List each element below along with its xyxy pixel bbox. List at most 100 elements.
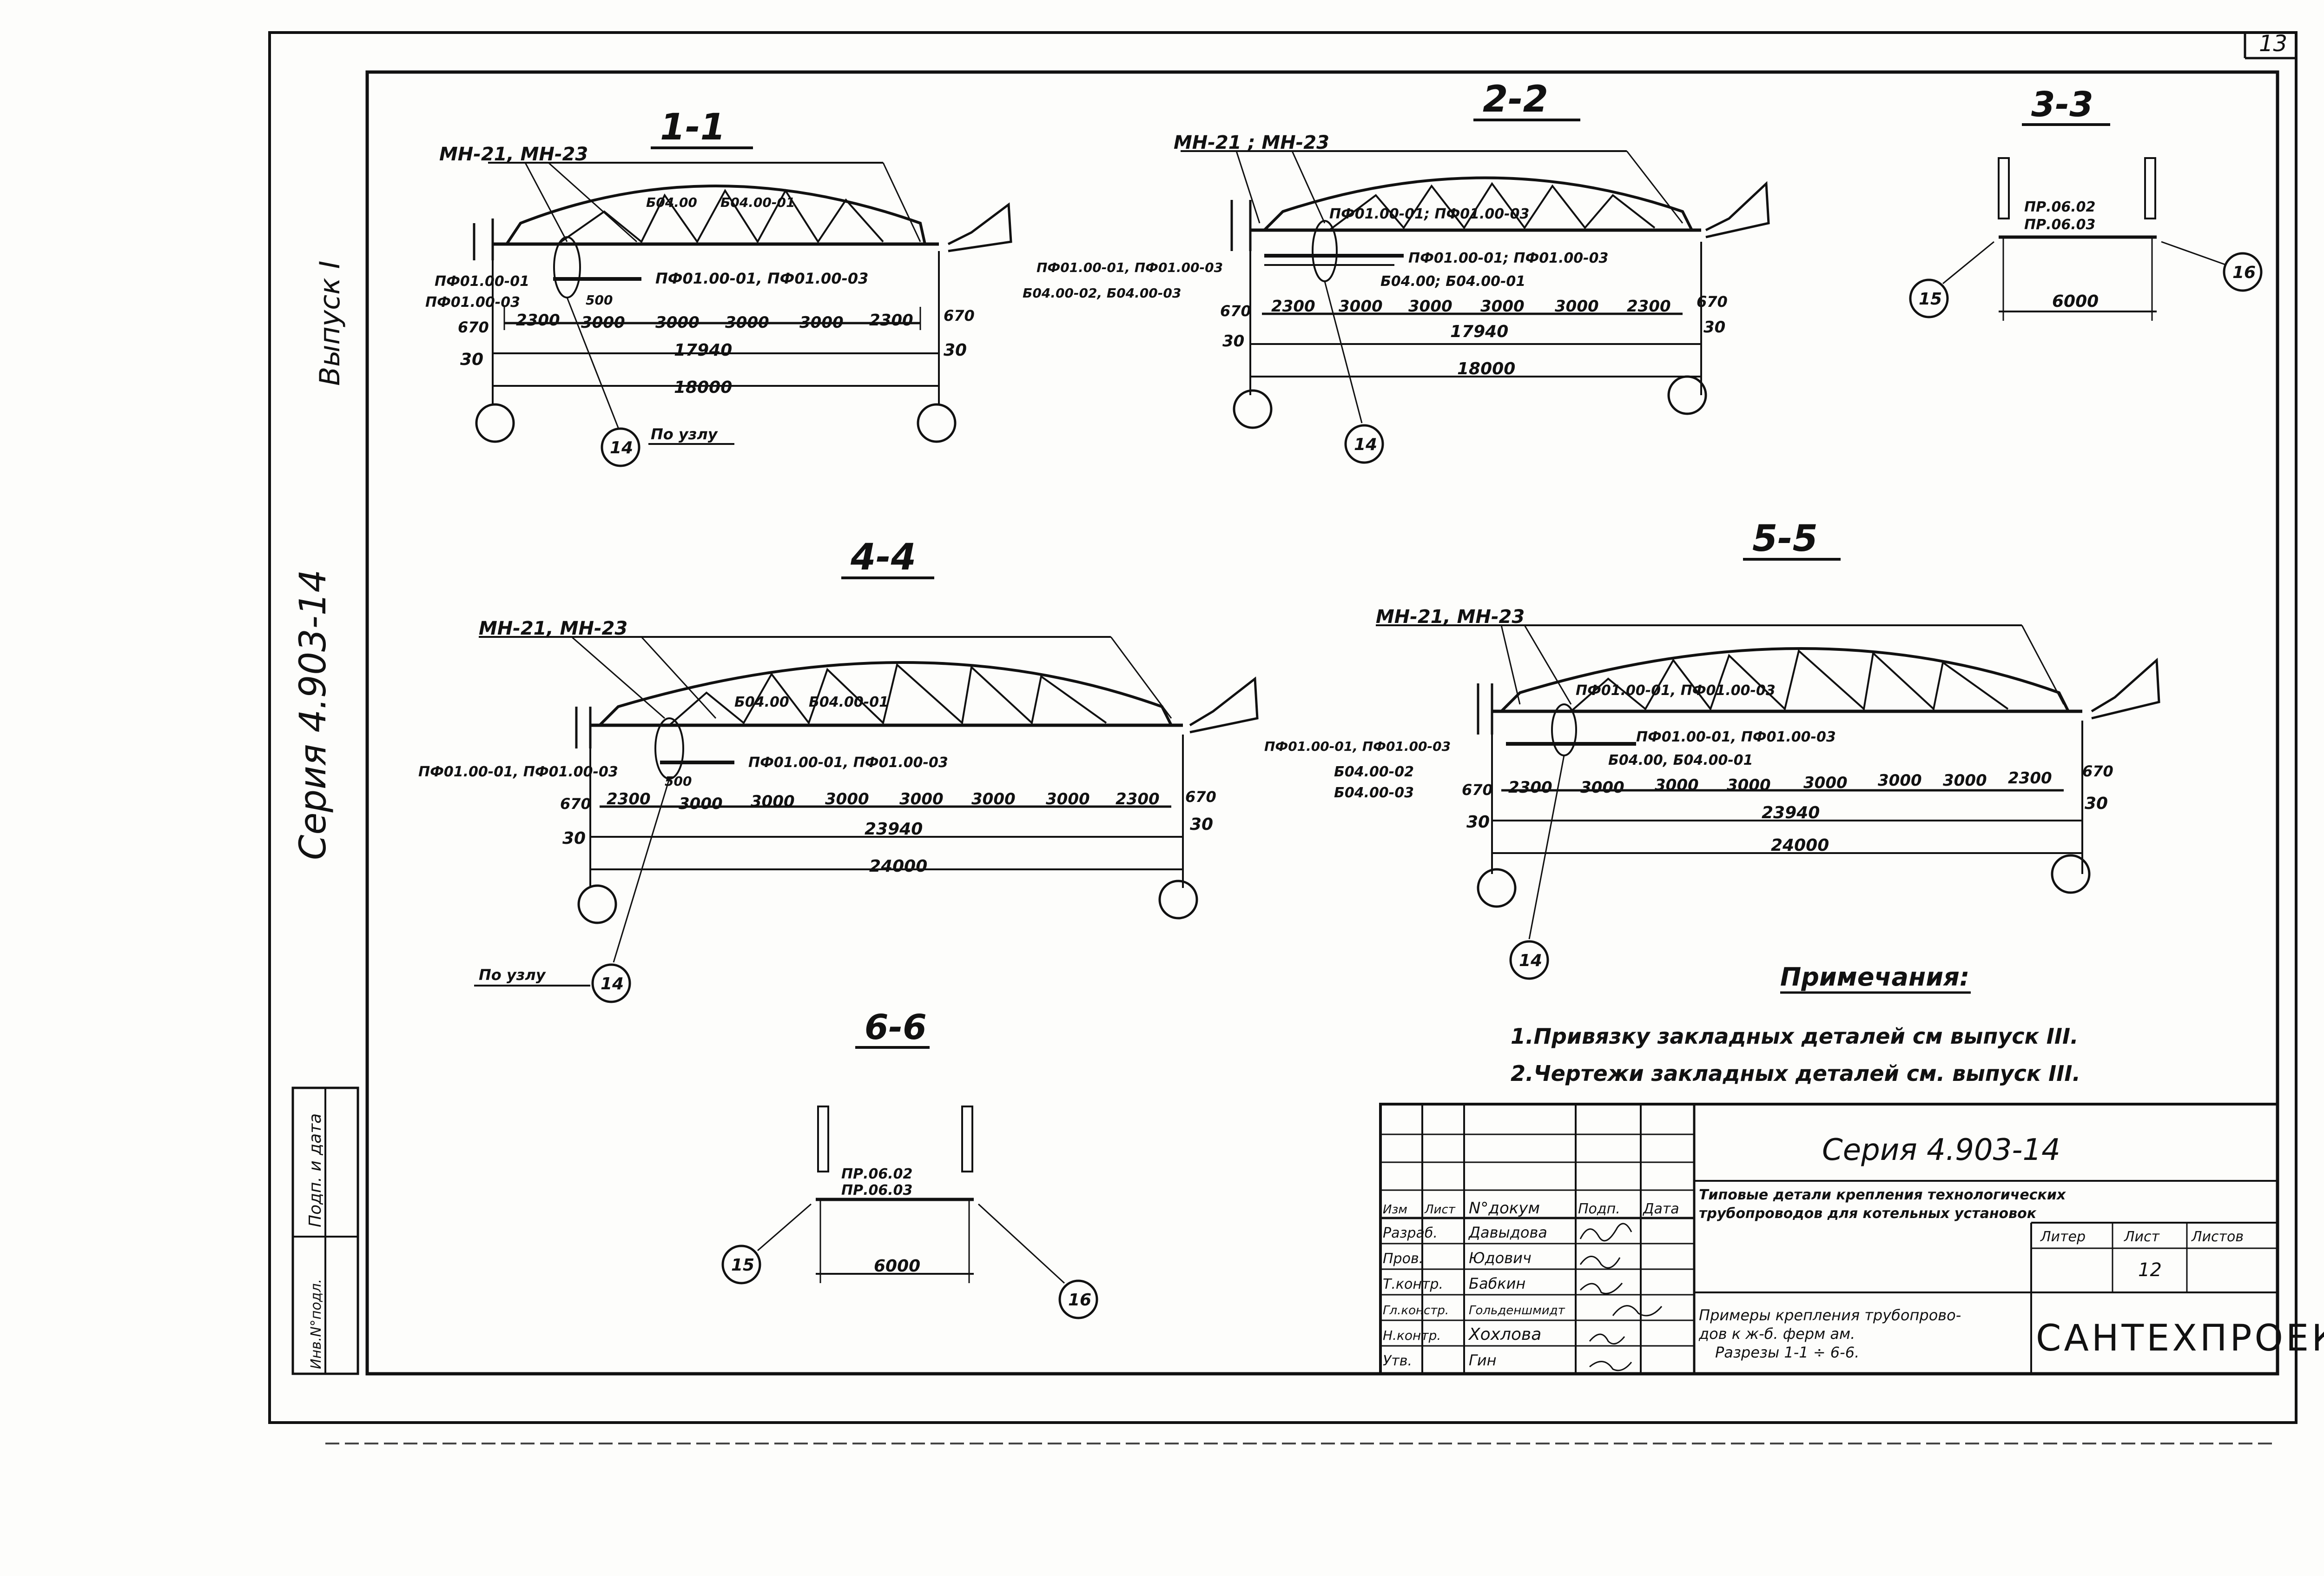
span-5-5-5: 3000 — [1878, 771, 1922, 790]
truss-1-1 — [504, 185, 927, 245]
label-mn-4-4: МН-21, МН-23 — [479, 618, 627, 639]
section-2-2: 2-2 МН-21 ; МН-23 ПФ01.00-01; ПФ01.00-03… — [1023, 79, 1770, 464]
tb-role-5: Утв. — [1383, 1353, 1412, 1369]
tb-name-3: Гольденшмидт — [1469, 1304, 1565, 1318]
label-left-1-1-b: ПФ01.00-03 — [425, 294, 520, 311]
note-1: 1.Привязку закладных деталей см выпуск I… — [1511, 1024, 2079, 1049]
page-number: 13 — [2259, 31, 2287, 57]
tb-name-2: Бабкин — [1469, 1275, 1525, 1292]
label-upper-2-2: ПФ01.00-01; ПФ01.00-03 — [1329, 206, 1529, 222]
inner-total-4-4: 23940 — [865, 820, 923, 839]
tb-stage-sheet: Лист — [2124, 1229, 2160, 1245]
span-5-5-3: 3000 — [1727, 776, 1771, 795]
tb-role-1: Пров. — [1383, 1251, 1423, 1267]
label-mn-1-1: МН-21, МН-23 — [439, 144, 588, 165]
side-issue-label: Выпуск I — [314, 261, 346, 386]
left-signature-strip: Подп. и дата Инв.N°подл. — [291, 1086, 359, 1375]
section-1-1: 1-1 МН-21, МН-23 Б04.00 Б04.00-01 ПФ01.0… — [425, 106, 1012, 467]
label-left-2-2-a: ПФ01.00-01, ПФ01.00-03 — [1037, 260, 1223, 275]
tb-col-izm: Изм — [1383, 1203, 1407, 1217]
label-upper-5-5: ПФ01.00-01, ПФ01.00-03 — [1576, 682, 1776, 699]
callout-15-6-6: 15 — [731, 1256, 754, 1275]
span-2-2-4: 3000 — [1555, 297, 1599, 316]
label-mid-1-1: ПФ01.00-01, ПФ01.00-03 — [655, 270, 868, 287]
label-mid-2-2-b: Б04.00; Б04.00-01 — [1380, 273, 1525, 290]
po-uzlu-4-4: По узлу — [479, 966, 546, 984]
truss-5-5 — [1498, 647, 2071, 713]
end-dim-2-2-right: 670 — [1697, 293, 1728, 311]
label-top-4-4-a: Б04.00 — [734, 694, 789, 710]
span-3-3: 6000 — [2052, 292, 2099, 311]
section-title-2-2: 2-2 — [1483, 79, 1548, 120]
total-1-1: 18000 — [674, 378, 732, 397]
tb-stage-lit: Литер — [2040, 1229, 2086, 1245]
label-mid-5-5-b: Б04.00, Б04.00-01 — [1608, 752, 1753, 768]
span-2-2-0: 2300 — [1271, 297, 1315, 316]
callout-16-6-6: 16 — [1068, 1291, 1091, 1310]
tb-sheet-title-1: Примеры крепления трубопрово- — [1699, 1306, 1961, 1324]
span-4-4-3: 3000 — [825, 790, 869, 808]
span-1-1-4: 3000 — [799, 313, 844, 332]
title-block: Серия 4.903-14 Типовые детали крепления … — [1379, 1103, 2324, 1375]
label-mid-4-4: ПФ01.00-01, ПФ01.00-03 — [748, 755, 948, 771]
tb-role-0: Разраб. — [1383, 1225, 1438, 1241]
tb-name-0: Давыдова — [1468, 1224, 1547, 1241]
strip-footer: Инв.N°подл. — [308, 1279, 324, 1369]
span-1-1-2: 3000 — [655, 313, 700, 332]
span-4-4-4: 3000 — [899, 790, 944, 808]
section-title-5-5: 5-5 — [1752, 518, 1818, 560]
callout-14-2-2: 14 — [1354, 435, 1377, 454]
signature-scribbles — [1579, 1223, 1663, 1371]
offset-5-5-left: 30 — [1466, 813, 1490, 832]
span-2-2-2: 3000 — [1408, 297, 1452, 316]
span-2-2-3: 3000 — [1480, 297, 1525, 316]
label-left-2-2-b: Б04.00-02, Б04.00-03 — [1023, 285, 1181, 301]
span-6-6: 6000 — [874, 1257, 920, 1276]
span-1-1-0: 2300 — [516, 311, 560, 330]
notes-block: Примечания: 1.Привязку закладных деталей… — [1511, 962, 2080, 1086]
span-2-2-1: 3000 — [1339, 297, 1383, 316]
po-uzlu-1-1: По узлу — [651, 425, 718, 443]
offset-5-5-right: 30 — [2085, 794, 2108, 813]
tb-name-1: Юдович — [1469, 1249, 1532, 1267]
label-left-5-5-a: ПФ01.00-01, ПФ01.00-03 — [1264, 739, 1451, 754]
label-top-4-4-b: Б04.00-01 — [809, 694, 889, 710]
end-dim-1-1-left: 670 — [458, 318, 489, 336]
total-4-4: 24000 — [869, 857, 927, 876]
tb-organization: САНТЕХПРОЕКТ — [2036, 1318, 2324, 1359]
total-2-2: 18000 — [1457, 359, 1515, 378]
span-5-5-1: 3000 — [1580, 778, 1624, 797]
tb-role-4: Н.контр. — [1383, 1328, 1441, 1343]
section-6-6: 6-6 ПР.06.02 ПР.06.03 6000 15 16 — [721, 1007, 1098, 1319]
end-dim-4-4-right: 670 — [1185, 788, 1216, 806]
span-2-2-5: 2300 — [1627, 297, 1671, 316]
callout-14-5-5: 14 — [1519, 951, 1542, 970]
end-dim-5-5-right: 670 — [2082, 762, 2113, 780]
section-title-1-1: 1-1 — [660, 106, 726, 148]
span-5-5-2: 3000 — [1655, 776, 1699, 795]
label-mid-2-2-a: ПФ01.00-01; ПФ01.00-03 — [1408, 250, 1608, 266]
tb-col-list: Лист — [1424, 1203, 1456, 1217]
callout-14-4-4: 14 — [601, 974, 624, 993]
span-5-5-4: 3000 — [1803, 774, 1848, 792]
note-2: 2.Чертежи закладных деталей см. выпуск I… — [1511, 1061, 2080, 1086]
tb-sheet-title-2: дов к ж-б. ферм ам. — [1698, 1325, 1855, 1343]
span-4-4-7: 2300 — [1116, 790, 1160, 808]
span-4-4-0: 2300 — [607, 790, 651, 808]
section-3-3: 3-3 ПР.06.02 ПР.06.03 6000 15 16 — [1909, 85, 2263, 321]
offset-2-2-left: 30 — [1222, 332, 1244, 351]
span-4-4-1: 3000 — [679, 795, 723, 813]
tb-sheet-title-3: Разрезы 1-1 ÷ 6-6. — [1715, 1344, 1859, 1361]
label-3-3-b: ПР.06.03 — [2024, 217, 2095, 233]
tb-col-sign: Подп. — [1578, 1201, 1620, 1217]
callout-16-3-3: 16 — [2232, 263, 2256, 282]
span-1-1-1: 3000 — [581, 313, 625, 332]
span-1-1-5: 2300 — [869, 311, 913, 330]
label-mn-2-2: МН-21 ; МН-23 — [1174, 132, 1329, 153]
tb-name-4: Хохлова — [1468, 1325, 1541, 1344]
span-4-4-5: 3000 — [971, 790, 1016, 808]
offset-4-4-right: 30 — [1190, 815, 1213, 834]
offset-2-2-right: 30 — [1703, 318, 1725, 337]
tb-role-3: Гл.констр. — [1383, 1304, 1449, 1318]
